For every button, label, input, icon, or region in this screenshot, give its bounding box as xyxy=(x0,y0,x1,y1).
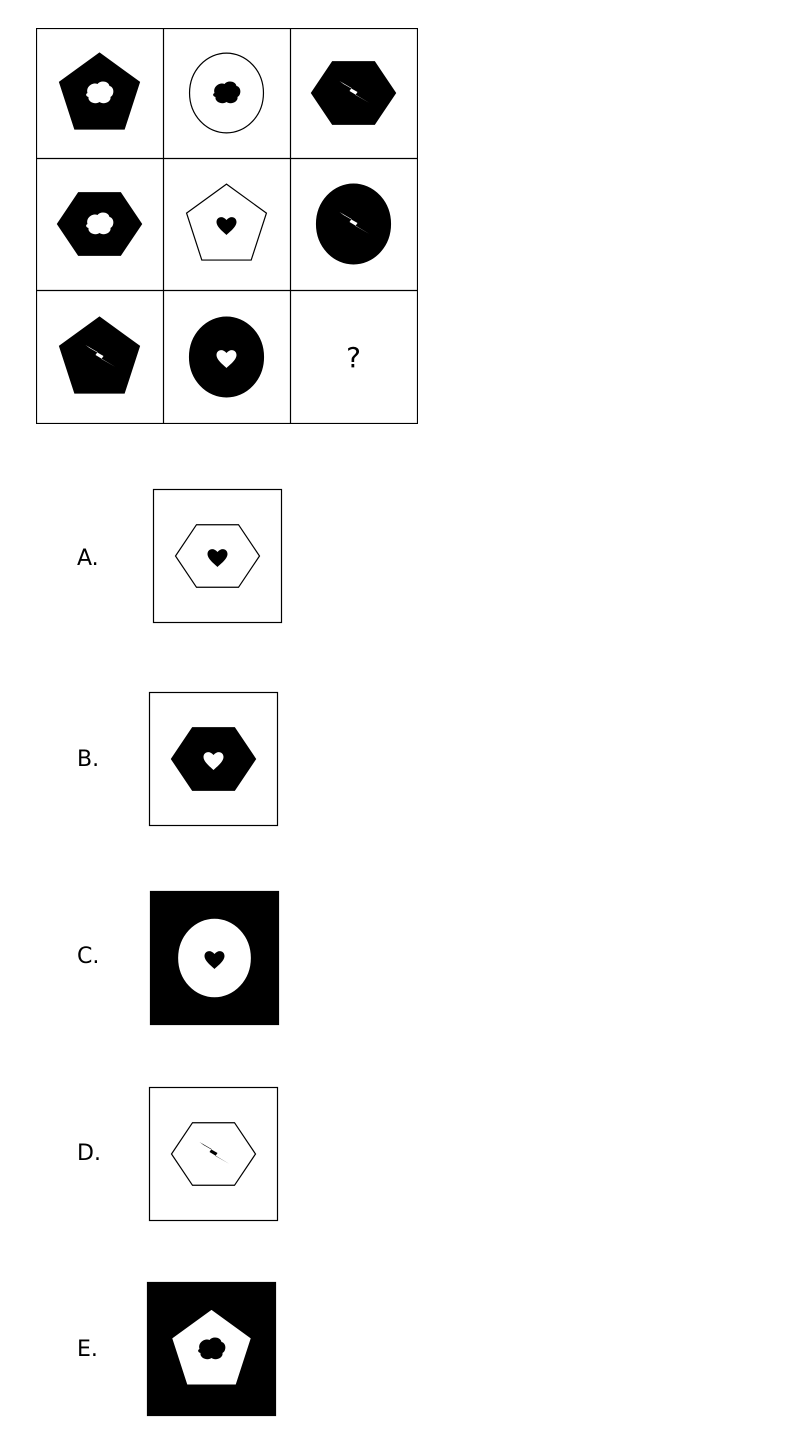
shape-figure xyxy=(185,183,268,261)
grid-cell-6 xyxy=(290,158,417,290)
grid-cell-4 xyxy=(36,158,163,290)
cloud-icon xyxy=(213,81,241,104)
missing-cell-question-mark: ? xyxy=(346,340,361,374)
option-d[interactable] xyxy=(148,1086,279,1222)
heart-icon xyxy=(216,350,237,368)
lightning-icon xyxy=(339,212,370,234)
grid-cell-3 xyxy=(290,28,417,158)
heart-icon xyxy=(203,752,224,770)
grid-cell-5 xyxy=(163,158,290,290)
option-figure xyxy=(148,1086,279,1222)
option-c-label: C. xyxy=(77,944,100,969)
option-a-label: A. xyxy=(77,546,99,571)
option-e[interactable] xyxy=(146,1281,277,1417)
heart-icon xyxy=(216,217,237,235)
option-figure xyxy=(146,1281,277,1417)
option-figure xyxy=(152,488,283,624)
cloud-icon xyxy=(86,81,114,104)
shape-figure xyxy=(188,316,265,398)
grid-cell-8 xyxy=(163,290,290,424)
option-d-label: D. xyxy=(77,1141,101,1166)
shape-figure xyxy=(58,52,141,130)
cloud-icon xyxy=(86,212,114,235)
option-c[interactable] xyxy=(149,890,280,1026)
heart-icon xyxy=(204,951,225,969)
lightning-icon xyxy=(85,345,116,367)
shape-figure xyxy=(310,61,397,125)
cloud-icon xyxy=(198,1337,226,1360)
grid-cell-7 xyxy=(36,290,163,424)
lightning-icon xyxy=(339,81,370,103)
option-figure xyxy=(149,890,280,1026)
puzzle-grid: ? xyxy=(36,28,418,424)
grid-cell-1 xyxy=(36,28,163,158)
grid-lines xyxy=(36,28,418,424)
option-b[interactable] xyxy=(148,691,279,827)
shape-figure xyxy=(315,183,392,265)
shape-figure xyxy=(58,316,141,394)
grid-cell-missing: ? xyxy=(290,290,417,424)
shape-figure xyxy=(188,52,265,134)
option-b-label: B. xyxy=(77,747,100,772)
shape-figure xyxy=(56,192,143,256)
option-e-label: E. xyxy=(77,1337,98,1362)
heart-icon xyxy=(207,549,228,567)
option-figure xyxy=(148,691,279,827)
grid-cell-2 xyxy=(163,28,290,158)
option-a[interactable] xyxy=(152,488,283,624)
lightning-icon xyxy=(199,1142,230,1164)
